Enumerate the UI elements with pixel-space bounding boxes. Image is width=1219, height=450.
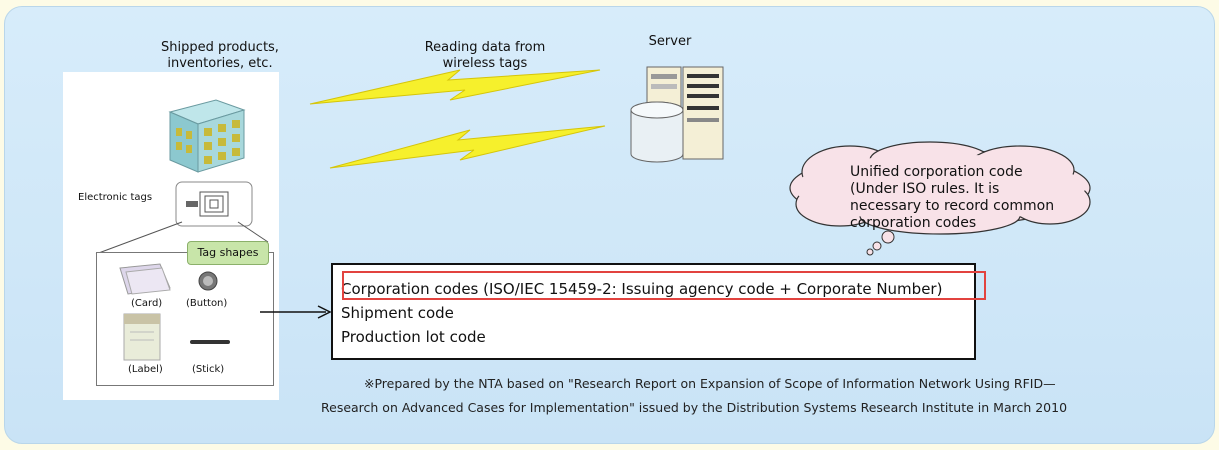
production-lot-code-line: Production lot code: [341, 328, 486, 346]
lightning-bolt-lower: [329, 125, 606, 169]
lightning-bolt-upper: [309, 69, 601, 105]
cloud-text: Unified corporation code (Under ISO rule…: [850, 164, 1055, 231]
label-tag-icon: [123, 313, 161, 361]
server-icon: [630, 66, 724, 163]
product-cube-icon: [168, 99, 246, 173]
card-label: (Card): [131, 298, 163, 309]
arrow-to-codes: [260, 305, 332, 319]
server-label: Server: [648, 34, 692, 49]
stick-tag-icon: [190, 340, 230, 344]
stick-label: (Stick): [192, 364, 225, 375]
source-note-line2: Research on Advanced Cases for Implement…: [321, 400, 1068, 415]
electronic-tag-icon: [175, 181, 253, 227]
button-label: (Button): [186, 298, 228, 309]
source-note-line1: ※Prepared by the NTA based on "Research …: [364, 376, 1056, 391]
tag-shapes-badge: Tag shapes: [187, 241, 269, 265]
thought-cloud: [789, 141, 1091, 256]
button-tag-icon: [198, 271, 218, 291]
reading-data-label: Reading data from wireless tags: [424, 40, 546, 71]
card-tag-icon: [119, 263, 171, 295]
corporation-codes-highlight: [342, 271, 986, 300]
codes-box: Corporation codes (ISO/IEC 15459-2: Issu…: [331, 263, 976, 360]
corporation-codes-line: Corporation codes (ISO/IEC 15459-2: Issu…: [341, 280, 943, 298]
lightning-bolts: [309, 69, 606, 169]
shipped-products-label: Shipped products, inventories, etc.: [161, 40, 279, 71]
electronic-tags-label: Electronic tags: [78, 192, 153, 203]
tag-connector-lines: [95, 221, 269, 255]
shipment-code-line: Shipment code: [341, 304, 454, 322]
label-tag-label: (Label): [128, 364, 163, 375]
